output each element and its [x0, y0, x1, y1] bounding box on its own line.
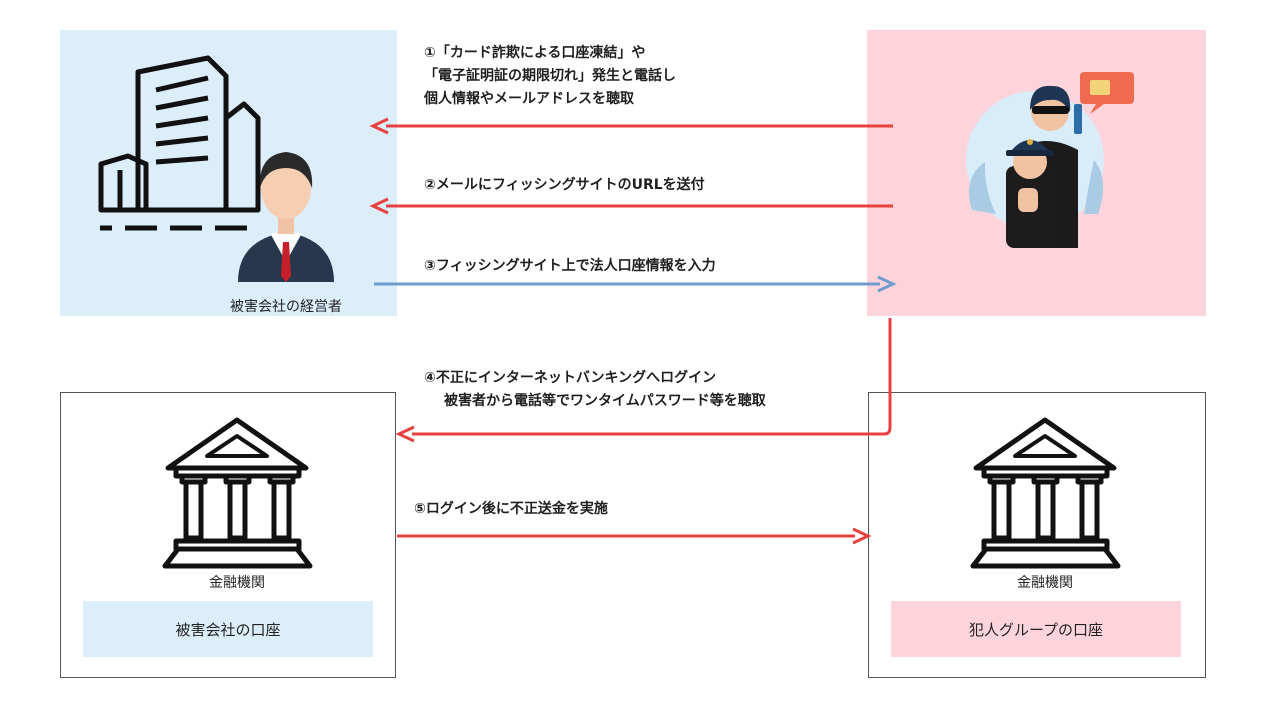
arrow-step3 — [374, 275, 897, 293]
step4-line2: 被害者から電話等でワンタイムパスワード等を聴取 — [444, 393, 766, 409]
step4-text: ④不正にインターネットバンキングへログイン 被害者から電話等でワンタイムパスワー… — [424, 367, 766, 413]
businessman-icon — [238, 152, 334, 282]
step2-line1: ②メールにフィッシングサイトのURLを送付 — [424, 177, 705, 193]
victim-account-label: 被害会社の口座 — [175, 621, 281, 639]
step1-line1: ①「カード詐欺による口座凍結」や — [424, 45, 646, 61]
criminal-bank-label: 金融機関 — [1017, 575, 1073, 591]
victim-account-box: 被害会社の口座 — [83, 601, 373, 657]
step5-text: ⑤ログイン後に不正送金を実施 — [414, 498, 608, 521]
phone-scammer-icon — [966, 72, 1134, 248]
bank-icon — [162, 417, 313, 569]
bank-icon — [970, 417, 1121, 569]
step1-text: ①「カード詐欺による口座凍結」や 「電子証明証の期限切れ」発生と電話し 個人情報… — [424, 42, 676, 111]
arrow-step2 — [369, 197, 893, 215]
step4-line1: ④不正にインターネットバンキングへログイン — [424, 370, 717, 386]
criminal-account-label: 犯人グループの口座 — [968, 621, 1104, 639]
step3-text: ③フィッシングサイト上で法人口座情報を入力 — [424, 255, 716, 278]
step2-text: ②メールにフィッシングサイトのURLを送付 — [424, 174, 705, 197]
step3-line1: ③フィッシングサイト上で法人口座情報を入力 — [424, 258, 716, 274]
arrow-step1 — [369, 117, 893, 135]
victim-bank-label: 金融機関 — [209, 575, 265, 591]
victim-executive-label: 被害会社の経営者 — [230, 299, 342, 315]
step1-line2: 「電子証明証の期限切れ」発生と電話し — [424, 68, 676, 84]
step5-line1: ⑤ログイン後に不正送金を実施 — [414, 501, 608, 517]
arrow-step5 — [397, 527, 872, 545]
criminal-account-box: 犯人グループの口座 — [891, 601, 1181, 657]
arrow-step4 — [395, 318, 892, 443]
step1-line3: 個人情報やメールアドレスを聴取 — [424, 91, 634, 107]
office-building-icon — [98, 55, 261, 231]
